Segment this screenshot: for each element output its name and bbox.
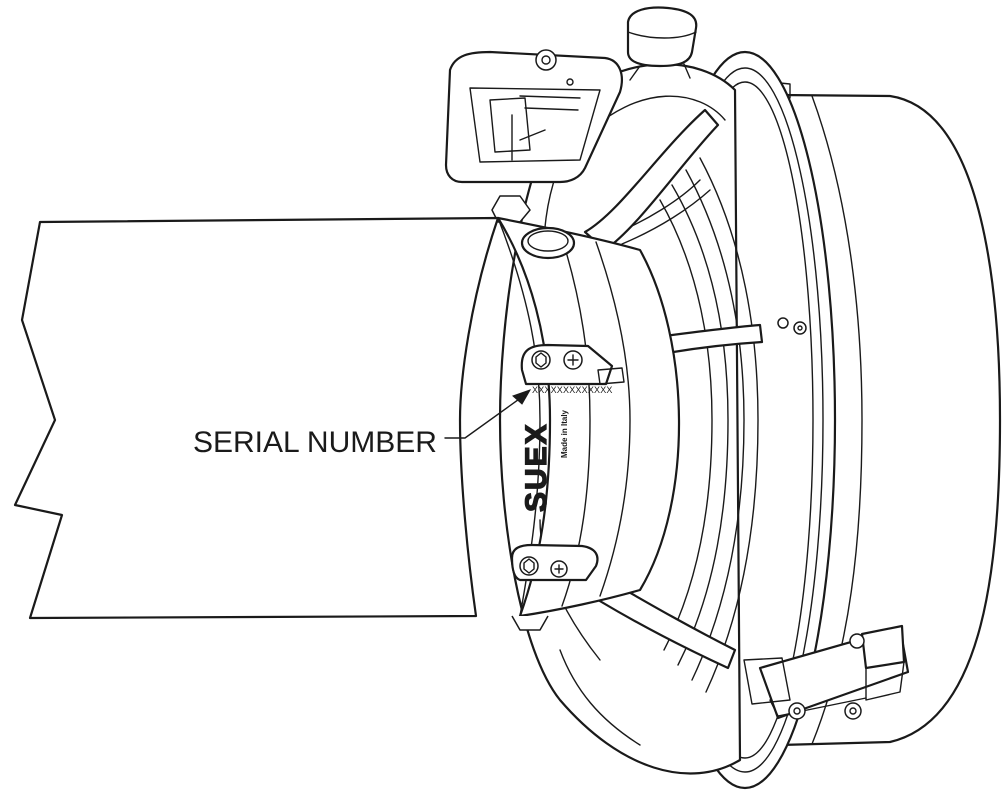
logo-text: SUEX (520, 422, 553, 512)
serial-number-label: SERIAL NUMBER (193, 426, 437, 459)
serial-number-leader (444, 389, 532, 439)
propeller-fins (611, 157, 759, 693)
collar-band (496, 216, 681, 618)
lower-torx-screw (519, 556, 539, 576)
origin-text: Made in Italy (560, 409, 569, 458)
serial-number-strip: XXXXXXXXXXXXX (532, 367, 625, 395)
bracket-screw-left (788, 702, 806, 720)
upper-strut (583, 108, 720, 252)
suex-logo: SUEX (519, 422, 553, 513)
upper-hex-screw (563, 350, 583, 370)
bracket-screw-right (844, 702, 862, 720)
lower-hex-screw (550, 560, 568, 578)
top-clip (491, 195, 531, 223)
main-body (13, 216, 541, 620)
upper-torx-screw (531, 350, 551, 370)
collar-port (520, 226, 576, 260)
rear-bracket (743, 624, 910, 720)
top-knob (626, 6, 698, 81)
ring-screw-top (777, 317, 807, 335)
leader-arrowhead (512, 389, 532, 405)
top-handle (444, 49, 623, 184)
serial-number-placeholder: XXXXXXXXXXXXX (532, 385, 613, 395)
lower-clip (511, 615, 549, 631)
made-in-italy-mark: Made in Italy (560, 409, 569, 458)
